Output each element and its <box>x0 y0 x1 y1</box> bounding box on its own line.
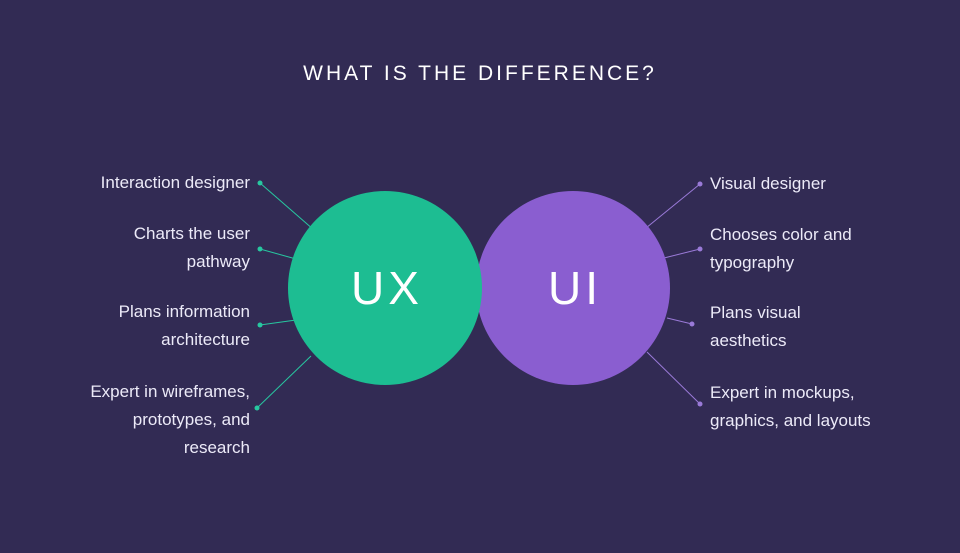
ui-connector-line-2 <box>663 248 701 259</box>
ui-connector-line-4 <box>646 351 701 405</box>
ui-circle-label: UI <box>548 262 602 314</box>
ux-circle-label: UX <box>351 262 423 314</box>
ui-connector-dot-3 <box>689 321 695 327</box>
ux-item-charts-user-pathway: Charts the user pathway <box>133 224 250 271</box>
ui-connector-line-3 <box>666 317 693 325</box>
ux-item-expert-wireframes: Expert in wireframes, prototypes, and re… <box>90 382 250 457</box>
ui-item-chooses-color-typography: Chooses color and typography <box>710 225 852 272</box>
ui-item-plans-visual-aesthetics: Plans visual aesthetics <box>710 303 801 350</box>
ux-connector-dot-1 <box>257 180 263 186</box>
ux-connector-dot-2 <box>257 246 263 252</box>
ui-item-visual-designer: Visual designer <box>710 174 826 193</box>
ux-connector-line-2 <box>259 248 297 260</box>
ux-connector-line-4 <box>256 355 312 409</box>
ux-connector-dot-3 <box>257 322 263 328</box>
ui-circle: UI <box>476 191 670 385</box>
ux-item-interaction-designer: Interaction designer <box>100 173 250 192</box>
ui-item-expert-mockups: Expert in mockups, graphics, and layouts <box>710 383 871 430</box>
ux-connector-line-3 <box>259 319 297 326</box>
ui-connector-dot-1 <box>697 181 703 187</box>
ux-item-plans-information-architecture: Plans information architecture <box>118 302 250 349</box>
ux-connector-dot-4 <box>254 405 260 411</box>
page-title: WHAT IS THE DIFFERENCE? <box>303 62 657 85</box>
ui-connector-line-1 <box>645 183 701 229</box>
ui-connector-dot-4 <box>697 401 703 407</box>
ux-connector-line-1 <box>259 182 315 231</box>
ux-circle: UX <box>288 191 482 385</box>
ui-connector-dot-2 <box>697 246 703 252</box>
